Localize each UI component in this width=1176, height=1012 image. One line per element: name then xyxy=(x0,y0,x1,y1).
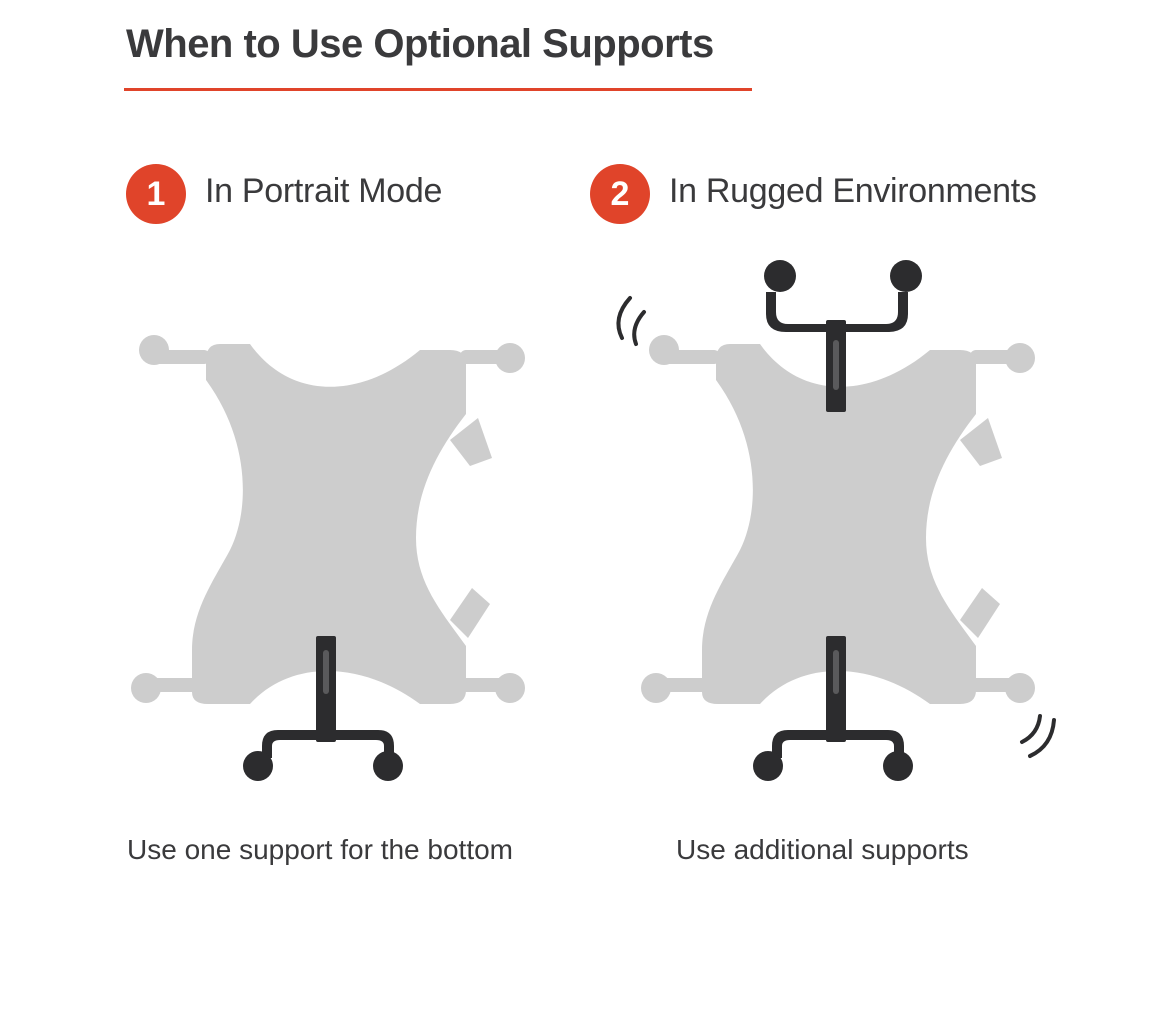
section-1-heading: In Portrait Mode xyxy=(205,172,443,210)
page-title: When to Use Optional Supports xyxy=(126,22,714,66)
title-underline xyxy=(124,88,752,91)
vibration-icon xyxy=(616,296,1056,758)
tablet-holder-icon xyxy=(641,335,1035,704)
rugged-environment-illustration xyxy=(616,260,1056,781)
top-support-icon xyxy=(764,260,922,412)
section-1-caption: Use one support for the bottom xyxy=(127,834,513,865)
section-2-heading: In Rugged Environments xyxy=(669,172,1037,210)
section-2-caption: Use additional supports xyxy=(676,834,969,865)
bottom-support-icon xyxy=(753,636,913,781)
step-1-badge: 1 xyxy=(126,164,186,224)
tablet-holder-icon xyxy=(131,335,525,704)
step-2-badge: 2 xyxy=(590,164,650,224)
portrait-mode-illustration xyxy=(131,335,525,781)
bottom-support-icon xyxy=(243,636,403,781)
